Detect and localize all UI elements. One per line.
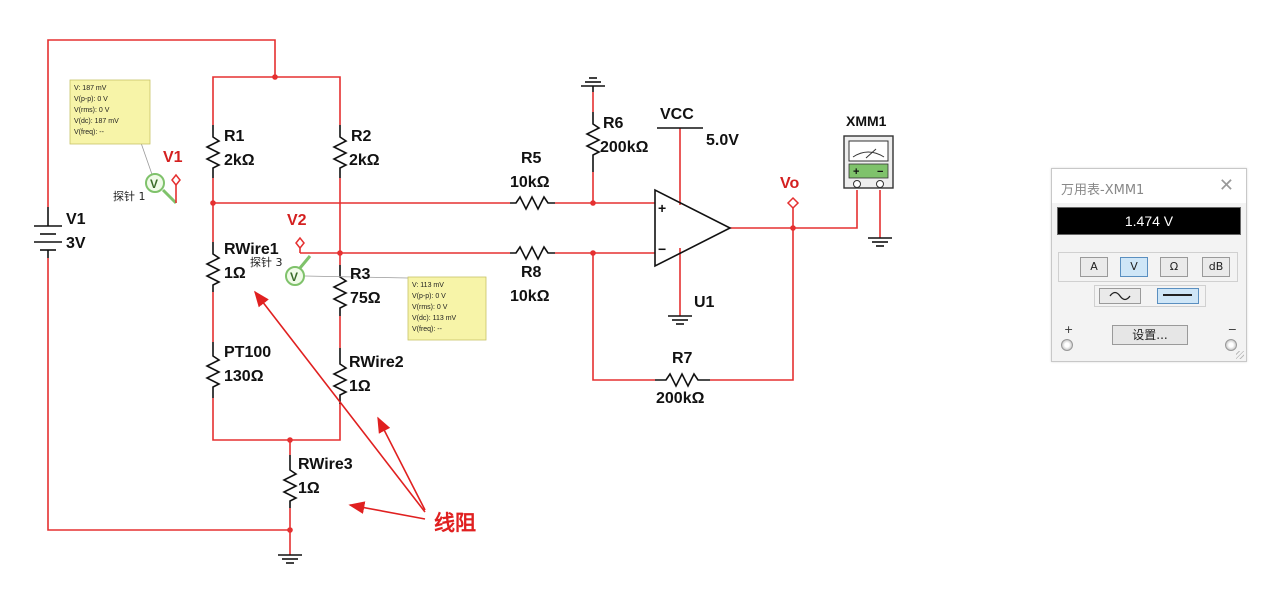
- r1-name: R1: [224, 128, 245, 145]
- dc-line-icon: [1163, 294, 1192, 296]
- pt100-value: 130Ω: [224, 368, 264, 385]
- probe-v1-label: V1: [163, 149, 183, 166]
- xmm1-name: XMM1: [846, 113, 887, 129]
- resistor-r6[interactable]: [585, 112, 601, 172]
- resistor-r7[interactable]: [655, 372, 710, 388]
- terminal-plus-label: +: [1064, 323, 1074, 336]
- vcc-name: VCC: [660, 106, 694, 123]
- probe-3-name: 探针 3: [250, 255, 283, 269]
- vcc-value: 5.0V: [706, 132, 739, 149]
- resistor-rwire2[interactable]: [332, 348, 348, 404]
- resistor-rwire1[interactable]: [205, 242, 221, 292]
- mode-ohm-button[interactable]: Ω: [1160, 257, 1188, 277]
- r8-value: 10kΩ: [510, 288, 550, 305]
- resize-grip[interactable]: [1236, 351, 1244, 359]
- resistor-r5[interactable]: [510, 195, 555, 211]
- r6-name: R6: [603, 115, 624, 132]
- probe-3[interactable]: V: [285, 236, 409, 286]
- terminal-minus-label: −: [1227, 323, 1237, 336]
- svg-text:V(rms): 0 V: V(rms): 0 V: [412, 304, 448, 311]
- ground-r6-icon: [581, 77, 605, 92]
- ground-u1-icon: [668, 315, 692, 325]
- probe-3-readout: V: 113 mV V(p-p): 0 V V(rms): 0 V V(dc):…: [407, 276, 487, 341]
- v1-name: V1: [66, 211, 86, 228]
- battery-v1[interactable]: [34, 207, 62, 258]
- multimeter-title: 万用表-XMM1: [1061, 183, 1145, 198]
- resistor-r3[interactable]: [332, 265, 348, 316]
- probe-1-v-icon: V: [150, 177, 158, 191]
- svg-text:V(freq): --: V(freq): --: [74, 129, 105, 136]
- wires: [47, 39, 881, 555]
- multimeter-xmm1-icon[interactable]: + −: [843, 135, 894, 189]
- settings-button[interactable]: 设置...: [1112, 325, 1188, 345]
- probe-v2-label: V2: [287, 212, 307, 229]
- resistor-r8[interactable]: [510, 245, 555, 261]
- svg-text:V(rms): 0 V: V(rms): 0 V: [74, 107, 110, 114]
- svg-text:V(freq): --: V(freq): --: [412, 326, 443, 333]
- mode-ampere-button[interactable]: A: [1080, 257, 1108, 277]
- r6-value: 200kΩ: [600, 139, 649, 156]
- wire-resistance-note: 线阻: [434, 511, 476, 535]
- opamp-minus-sign: −: [658, 241, 666, 257]
- multimeter-display: 1.474 V: [1057, 207, 1241, 235]
- u1-name: U1: [694, 294, 715, 311]
- r8-name: R8: [521, 264, 542, 281]
- rwire2-value: 1Ω: [349, 378, 371, 395]
- svg-text:V(p-p): 0 V: V(p-p): 0 V: [74, 96, 108, 103]
- ground-bridge-icon: [278, 554, 302, 564]
- opamp-u1[interactable]: [654, 188, 732, 268]
- svg-text:V: 187 mV: V: 187 mV: [74, 85, 107, 92]
- multimeter-titlebar[interactable]: 万用表-XMM1 ✕: [1052, 169, 1246, 203]
- v1-value: 3V: [66, 235, 86, 252]
- resistor-pt100[interactable]: [205, 342, 221, 398]
- terminal-plus[interactable]: [1061, 339, 1073, 351]
- circuit-schematic: + − + − V V1 探针 1 V: 187 mV V(p-p): 0 V …: [34, 39, 894, 564]
- resistor-r1[interactable]: [205, 125, 221, 178]
- r2-value: 2kΩ: [349, 152, 380, 169]
- close-icon[interactable]: ✕: [1218, 175, 1234, 196]
- r7-name: R7: [672, 350, 693, 367]
- svg-text:V(dc): 113 mV: V(dc): 113 mV: [412, 315, 457, 322]
- probe-1-name: 探针 1: [113, 189, 146, 203]
- signal-mode-group: [1094, 285, 1206, 307]
- opamp-plus-sign: +: [658, 200, 666, 216]
- meter-minus-sign: −: [877, 166, 883, 178]
- terminal-minus[interactable]: [1225, 339, 1237, 351]
- probe-1[interactable]: V: [139, 139, 181, 205]
- r5-name: R5: [521, 150, 542, 167]
- pt100-name: PT100: [224, 344, 271, 361]
- r7-value: 200kΩ: [656, 390, 705, 407]
- svg-text:V: 113 mV: V: 113 mV: [412, 282, 444, 289]
- resistor-rwire3[interactable]: [282, 455, 298, 508]
- wire-resistance-arrows: [254, 290, 426, 520]
- svg-text:V(dc): 187 mV: V(dc): 187 mV: [74, 118, 119, 125]
- ac-wave-icon: [1109, 291, 1131, 301]
- resistor-r2[interactable]: [332, 125, 348, 178]
- rwire1-name: RWire1: [224, 241, 279, 258]
- rwire3-value: 1Ω: [298, 480, 320, 497]
- r5-value: 10kΩ: [510, 174, 550, 191]
- multimeter-window[interactable]: 万用表-XMM1 ✕ 1.474 V A V Ω dB 设置... + −: [1051, 168, 1247, 362]
- probe-vo-label: Vo: [780, 175, 799, 192]
- ac-mode-button[interactable]: [1099, 288, 1141, 304]
- probe-3-v-icon: V: [290, 270, 298, 284]
- meter-plus-sign: +: [853, 166, 859, 178]
- r3-name: R3: [350, 266, 371, 283]
- r2-name: R2: [351, 128, 372, 145]
- junctions: [210, 74, 796, 533]
- mode-db-button[interactable]: dB: [1202, 257, 1230, 277]
- probe-1-readout: V: 187 mV V(p-p): 0 V V(rms): 0 V V(dc):…: [69, 79, 151, 145]
- rwire3-name: RWire3: [298, 456, 353, 473]
- r1-value: 2kΩ: [224, 152, 255, 169]
- measurement-mode-group: A V Ω dB: [1058, 252, 1238, 282]
- dc-mode-button[interactable]: [1157, 288, 1199, 304]
- probe-vo[interactable]: [786, 196, 800, 210]
- ground-meter-icon: [868, 237, 892, 247]
- r3-value: 75Ω: [350, 290, 381, 307]
- mode-volt-button[interactable]: V: [1120, 257, 1148, 277]
- svg-text:V(p-p): 0 V: V(p-p): 0 V: [412, 293, 446, 300]
- rwire1-value: 1Ω: [224, 265, 246, 282]
- rwire2-name: RWire2: [349, 354, 404, 371]
